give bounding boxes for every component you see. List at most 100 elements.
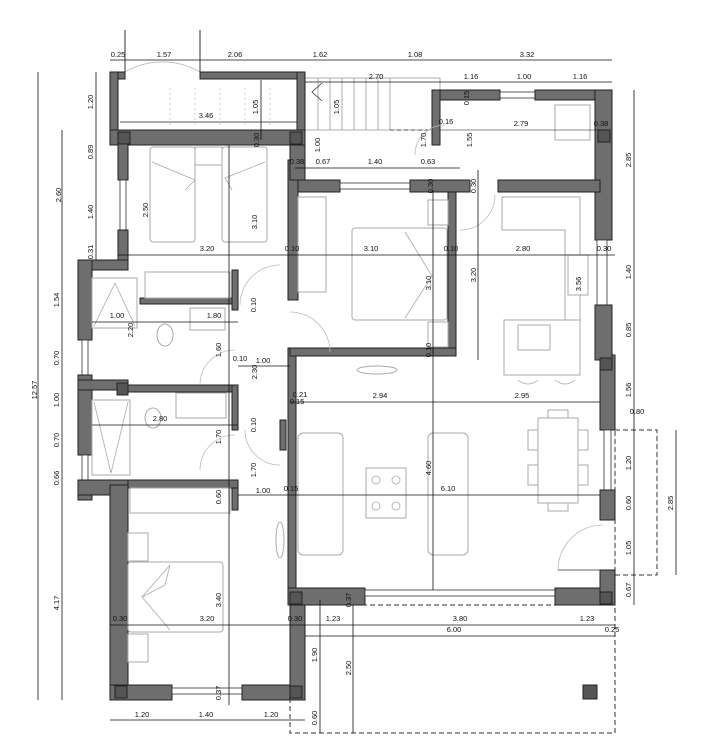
dimension-label: 1.70 — [419, 133, 428, 148]
terrace-east — [614, 429, 658, 576]
toilet — [156, 323, 174, 347]
dimension-label: 3.32 — [520, 50, 535, 59]
dimension-label: 1.20 — [86, 95, 95, 110]
dimension-label: 6.10 — [441, 484, 456, 493]
dimension-label: 1.40 — [86, 205, 95, 220]
dimension-label: 0.10 — [285, 244, 300, 253]
double-bed — [127, 561, 224, 633]
dimension-label: 2.85 — [666, 496, 675, 511]
dimension-label: 0.25 — [605, 625, 620, 634]
cooktop — [517, 324, 551, 351]
dimension-label: 2.80 — [153, 414, 168, 423]
dimension-label: 1.40 — [624, 265, 633, 280]
dimension-label: 0.25 — [111, 50, 126, 59]
dimension-label: 0.30 — [597, 244, 612, 253]
dimension-label: 3.20 — [469, 268, 478, 283]
dimension-label: 3.56 — [574, 277, 583, 292]
dimension-label: 0.38 — [594, 119, 609, 128]
dimension-label: 2.50 — [141, 203, 150, 218]
dining-table — [537, 417, 579, 504]
sofa — [427, 432, 469, 556]
dimension-label: 0.15 — [284, 484, 299, 493]
dimension-label: 1.20 — [135, 710, 150, 719]
sink — [175, 392, 227, 419]
dimension-label: 1.54 — [52, 293, 61, 308]
dimension-label: 4.60 — [424, 461, 433, 476]
dimension-label: 1.05 — [624, 541, 633, 556]
dimension-label: 3.46 — [199, 111, 214, 120]
dimension-label: 6.00 — [447, 625, 462, 634]
dimension-label: 0.38 — [290, 157, 305, 166]
dimension-label: 0.70 — [52, 433, 61, 448]
dimension-label: 0.37 — [344, 593, 353, 608]
dimension-label: 0.31 — [86, 245, 95, 260]
dimension-label: 1.90 — [310, 648, 319, 663]
washing-machine — [554, 104, 591, 141]
dimension-label: 0.30 — [288, 614, 303, 623]
furniture — [91, 104, 591, 663]
dimension-label: 3.40 — [214, 593, 223, 608]
dimension-label: 0.80 — [630, 407, 645, 416]
nightstand — [127, 633, 149, 663]
dimension-label: 0.60 — [624, 496, 633, 511]
shower — [91, 277, 138, 329]
dimension-label: 0.66 — [52, 471, 61, 486]
dimension-label: 0.10 — [249, 418, 258, 433]
dimension-label: 1.00 — [256, 486, 271, 495]
dimension-label: 2.60 — [54, 188, 63, 203]
bed — [149, 146, 196, 243]
dimension-label: 0.16 — [439, 117, 454, 126]
dimension-label: 0.30 — [252, 133, 261, 148]
dimension-label: 2.70 — [369, 72, 384, 81]
dimension-label: 1.20 — [624, 456, 633, 471]
dimension-label: 3.10 — [250, 215, 259, 230]
nightstand — [427, 199, 449, 226]
dimension-label: 0.30 — [469, 179, 478, 194]
dimension-label: 2.50 — [344, 661, 353, 676]
dimension-label: 1.00 — [52, 393, 61, 408]
nightstand — [194, 146, 223, 166]
tv — [356, 365, 398, 375]
dimension-label: 1.56 — [624, 383, 633, 398]
dimension-label: 1.70 — [249, 463, 258, 478]
dimension-label: 1.00 — [313, 138, 322, 153]
dimension-label: 1.40 — [368, 157, 383, 166]
staircase — [304, 77, 441, 131]
dimension-label: 0.37 — [214, 686, 223, 701]
doors — [199, 124, 604, 571]
dimension-label: 1.55 — [465, 133, 474, 148]
dimension-label: 2.80 — [516, 244, 531, 253]
dimension-label: 1.08 — [408, 50, 423, 59]
dimension-label: 1.62 — [313, 50, 328, 59]
dimension-label: 0.21 — [293, 390, 308, 399]
dimension-label: 1.80 — [207, 311, 222, 320]
dimension-label: 0.10 — [444, 244, 459, 253]
dimension-label: 2.95 — [515, 391, 530, 400]
coffee-table — [365, 467, 407, 519]
dimension-label: 0.15 — [290, 397, 305, 406]
tv — [275, 521, 285, 559]
dimension-label: 1.05 — [251, 100, 260, 115]
dimension-lines — [37, 59, 677, 733]
dimension-label: 12.57 — [30, 381, 39, 400]
dimension-label: 0.63 — [421, 157, 436, 166]
dimension-label: 1.70 — [214, 430, 223, 445]
dimension-label: 0.10 — [249, 298, 258, 313]
dimension-label: 0.89 — [86, 145, 95, 160]
dimension-label: 0.67 — [624, 583, 633, 598]
dimension-label: 4.17 — [52, 596, 61, 611]
dimension-label: 0.15 — [462, 91, 471, 106]
dimension-label: 0.67 — [316, 157, 331, 166]
dimension-label: 2.94 — [373, 391, 388, 400]
dimension-label: 0.30 — [426, 179, 435, 194]
wardrobe — [129, 487, 231, 514]
dimension-label: 1.16 — [464, 72, 479, 81]
dimension-label: 3.10 — [424, 276, 433, 291]
dimension-label: 2.20 — [126, 323, 135, 338]
dimension-label: 2.85 — [624, 153, 633, 168]
wardrobe — [144, 271, 231, 299]
shower — [91, 399, 131, 476]
dimension-label: 1.00 — [256, 356, 271, 365]
